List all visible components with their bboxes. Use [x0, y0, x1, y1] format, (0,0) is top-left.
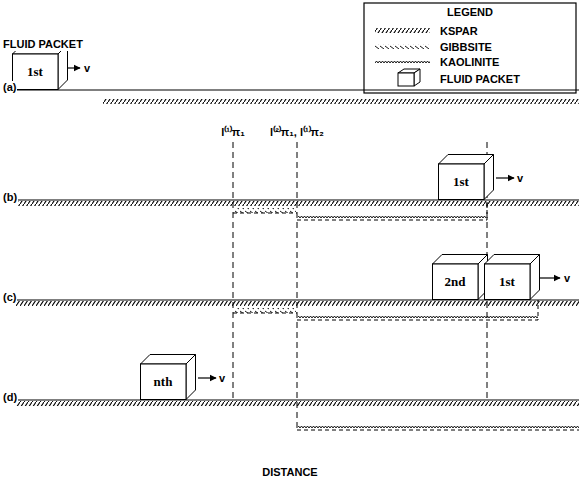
fluid-packet: 1st — [484, 254, 540, 300]
gibbsite-sample — [375, 44, 430, 49]
row-label: (b) — [2, 191, 18, 204]
row-label: (d) — [2, 391, 18, 404]
legend-entry: KSPAR — [440, 25, 478, 38]
row-label: (c) — [2, 291, 17, 304]
legend-entry: GIBBSITE — [440, 41, 492, 54]
packet-label: 2nd — [445, 274, 466, 290]
kspar-sample — [375, 28, 430, 33]
fluid-packet: nth — [140, 354, 196, 400]
packet-label: nth — [154, 374, 173, 390]
fluid-packet: 2nd — [432, 254, 488, 300]
legend-entry: FLUID PACKET — [440, 73, 520, 86]
legend-title: LEGEND — [446, 6, 494, 19]
legend-frame — [364, 3, 576, 93]
axis-label: DISTANCE — [261, 466, 318, 479]
kaolinite-layer — [298, 214, 579, 429]
front-line — [233, 142, 487, 430]
position-label: l⁽¹⁾π₁ — [220, 126, 246, 139]
velocity-arrow — [35, 52, 560, 378]
packet-caption: FLUID PACKET — [2, 38, 84, 51]
gibbsite-layer — [234, 208, 296, 313]
zone-outline — [233, 200, 579, 430]
velocity-label: v — [218, 372, 226, 385]
legend-entry: KAOLINITE — [440, 56, 499, 69]
row-label: (a) — [2, 81, 17, 94]
fluid-packet-sample — [398, 69, 420, 86]
packet-label: 1st — [27, 64, 43, 80]
fluid-packet: 1st — [438, 154, 494, 200]
fluid-packet: 1st — [12, 44, 68, 90]
velocity-label: v — [83, 62, 91, 75]
position-label: l⁽²⁾π₁, l⁽¹⁾π₂ — [269, 126, 325, 139]
kaolinite-sample — [375, 59, 430, 64]
velocity-label: v — [516, 172, 524, 185]
velocity-label: v — [563, 272, 571, 285]
packet-label: 1st — [499, 274, 515, 290]
packet-label: 1st — [453, 174, 469, 190]
